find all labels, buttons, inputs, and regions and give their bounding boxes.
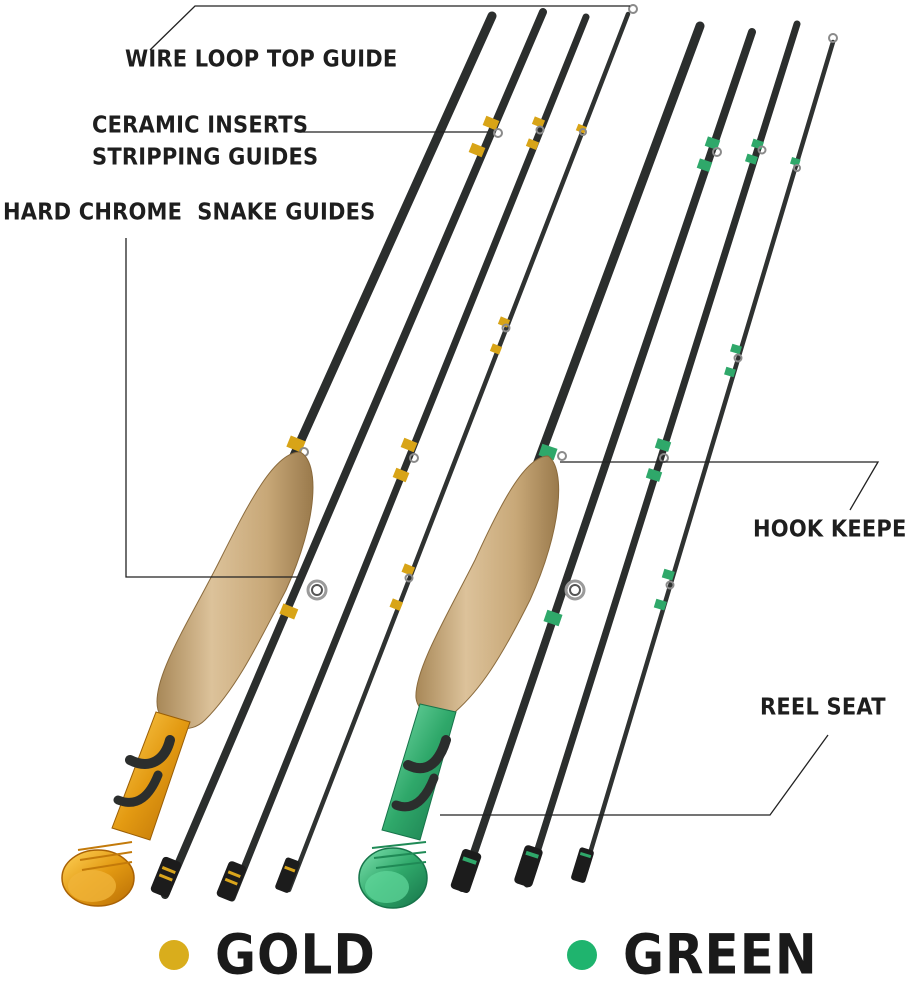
gold-rod-section-2 (161, 8, 547, 899)
gold-rod-set (61, 4, 638, 907)
green-rod-set (358, 20, 838, 909)
label-stripping-guides: STRIPPING GUIDES (92, 144, 319, 170)
label-ceramic-inserts: CERAMIC INSERTS (92, 112, 309, 138)
reel-seat-leader (440, 734, 829, 816)
green-guide-loops (557, 33, 838, 601)
green-ferrule-caps (450, 845, 594, 894)
legend-green: GREEN (567, 923, 818, 987)
gold-color-dot-icon (159, 940, 189, 970)
gold-rod-section-3 (228, 13, 590, 902)
callout-leader-lines (125, 5, 880, 816)
legend-gold: GOLD (159, 923, 376, 987)
legend-gold-label: GOLD (215, 923, 376, 987)
label-wire-loop-top-guide: WIRE LOOP TOP GUIDE (125, 46, 398, 72)
legend-green-label: GREEN (623, 923, 818, 987)
gold-reel-seat (61, 711, 191, 907)
hook-keeper-leader (560, 461, 880, 511)
gold-rod-section-tip (286, 11, 631, 893)
gold-guide-loops (299, 4, 638, 601)
gold-ferrule-caps (150, 856, 300, 902)
snake-leader (125, 238, 298, 578)
label-hook-keeper: HOOK KEEPER (753, 516, 905, 542)
gold-cork-grip (156, 451, 314, 730)
label-reel-seat: REEL SEAT (760, 694, 886, 720)
wire-loop-leader (149, 5, 630, 51)
green-rod-section-2 (458, 28, 756, 892)
green-rod-section-tip (579, 39, 836, 883)
green-color-dot-icon (567, 940, 597, 970)
green-guide-wraps (538, 136, 801, 627)
label-hard-chrome-snake-guides: HARD CHROME SNAKE GUIDES (3, 199, 376, 225)
green-rod-section-butt (530, 21, 705, 475)
green-reel-seat (358, 703, 457, 909)
gold-guide-wraps (279, 115, 587, 620)
